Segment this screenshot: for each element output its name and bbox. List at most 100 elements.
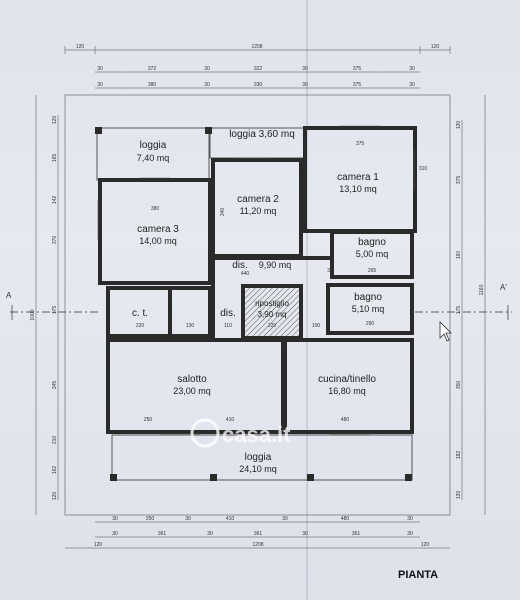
dim-top-r2-2: 30 xyxy=(204,66,210,72)
dim-bot-left-margin: 120 xyxy=(94,542,103,548)
room-dis1-area: 9,90 mq xyxy=(259,260,292,270)
dim-ct-width: 220 xyxy=(136,323,145,329)
dim-bot-r2-4: 30 xyxy=(302,531,308,537)
dim-bot-total: 1208 xyxy=(252,542,263,548)
room-ripostiglio-area: 3,90 mq xyxy=(258,310,287,319)
room-cucina-name: cucina/tinello xyxy=(318,374,376,385)
windows xyxy=(97,125,415,435)
room-bagno2-name: bagno xyxy=(354,292,382,303)
dim-right-6: 120 xyxy=(456,491,462,500)
dim-left-2: 142 xyxy=(52,196,58,205)
dim-ct-width2: 130 xyxy=(186,323,195,329)
room-loggia-top-mid-name: loggia 3,60 mq xyxy=(229,129,295,140)
dim-left-5: 345 xyxy=(52,381,58,390)
dim-bot-r1-0: 30 xyxy=(112,516,118,522)
dim-bot-r1-3: 410 xyxy=(226,516,235,522)
dim-top-r3-4: 30 xyxy=(302,82,308,88)
room-salotto-name: salotto xyxy=(177,374,207,385)
top-dimension-lines xyxy=(64,46,451,89)
dim-left-3: 370 xyxy=(52,236,58,245)
dim-right-2: 160 xyxy=(456,251,462,260)
dim-bagno2-width: 290 xyxy=(366,321,375,327)
bottom-loggia-lines xyxy=(111,434,413,481)
dim-top-right-margin: 120 xyxy=(431,44,440,50)
dim-left-total: 1000 xyxy=(30,309,36,320)
dim-left-0: 120 xyxy=(52,116,58,125)
dim-left-4: 175 xyxy=(52,306,58,315)
dim-bot-r2-0: 30 xyxy=(112,531,118,537)
dim-right-1: 375 xyxy=(456,176,462,185)
dim-dis-width: 440 xyxy=(241,271,250,277)
dim-cam3-width: 380 xyxy=(151,206,160,212)
room-loggia-top-left-name: loggia xyxy=(140,140,167,151)
left-dimension-lines xyxy=(35,95,59,515)
room-camera3-area: 14,00 mq xyxy=(139,236,177,246)
room-camera2-name: camera 2 xyxy=(237,194,279,205)
dim-cam1-width: 375 xyxy=(356,141,365,147)
dim-bot-r2-2: 30 xyxy=(207,531,213,537)
room-loggia-bottom-area: 24,10 mq xyxy=(239,464,277,474)
room-cucina-area: 16,80 mq xyxy=(328,386,366,396)
room-ripostiglio-name: ripostiglio xyxy=(255,299,289,308)
room-loggia-bottom-name: loggia xyxy=(245,452,272,463)
dim-top-r3-5: 375 xyxy=(353,82,362,88)
dim-right-5: 182 xyxy=(456,451,462,460)
room-bagno1-area: 5,00 mq xyxy=(356,249,389,259)
room-camera1-name: camera 1 xyxy=(337,172,379,183)
dim-rip-width: 220 xyxy=(268,323,277,329)
dim-rip-right: 100 xyxy=(312,323,321,329)
dim-left-7: 162 xyxy=(52,466,58,475)
dim-cam2-height: 340 xyxy=(220,208,226,217)
dim-side-310: 310 xyxy=(419,166,428,172)
room-camera3-name: camera 3 xyxy=(137,224,179,235)
dim-left-8: 120 xyxy=(52,492,58,501)
mouse-cursor-icon xyxy=(439,321,452,342)
dim-top-r2-5: 375 xyxy=(353,66,362,72)
dim-bot-r2-1: 361 xyxy=(158,531,167,537)
room-camera1-area: 13,10 mq xyxy=(339,184,377,194)
dim-right-4: 350 xyxy=(456,381,462,390)
dim-right-0: 120 xyxy=(456,121,462,130)
dim-small-30: 30 xyxy=(327,268,333,274)
dim-left-1: 165 xyxy=(52,154,58,163)
paper-fold xyxy=(306,0,308,600)
dim-bot-right-margin: 120 xyxy=(421,542,430,548)
dim-top-left-margin: 120 xyxy=(76,44,85,50)
room-ct-name: c. t. xyxy=(132,308,148,319)
room-bagno1-name: bagno xyxy=(358,237,386,248)
room-bagno2-area: 5,10 mq xyxy=(352,304,385,314)
dim-bot-r2-5: 361 xyxy=(352,531,361,537)
dim-bot-r2-3: 361 xyxy=(254,531,263,537)
watermark-logo xyxy=(190,418,220,448)
dim-right-3: 175 xyxy=(456,306,462,315)
dim-bot-r1-2: 30 xyxy=(185,516,191,522)
dim-sal-left: 250 xyxy=(144,417,153,423)
dim-rip-left: 110 xyxy=(224,323,232,329)
bottom-dimension-lines xyxy=(65,521,450,549)
dim-bot-r1-5: 480 xyxy=(341,516,350,522)
dim-sal-width: 410 xyxy=(226,417,235,423)
dim-top-r3-0: 30 xyxy=(97,82,103,88)
room-dis1-name: dis. xyxy=(232,260,248,271)
dim-bot-r1-6: 30 xyxy=(407,516,413,522)
section-mark-right: A' xyxy=(500,283,507,292)
dim-top-total: 1208 xyxy=(251,44,262,50)
room-camera2-area: 11,20 mq xyxy=(240,206,277,216)
watermark-text: casa.it xyxy=(222,422,291,447)
dim-right-total: 1160 xyxy=(479,284,485,295)
dim-top-r2-6: 30 xyxy=(409,66,415,72)
dim-bot-r1-1: 250 xyxy=(146,516,155,522)
section-mark-left: A xyxy=(6,291,12,300)
dim-top-r3-1: 380 xyxy=(148,82,157,88)
dim-top-r3-3: 330 xyxy=(254,82,263,88)
dim-bagno1-width: 265 xyxy=(368,268,377,274)
room-dis2-name: dis. xyxy=(220,308,236,319)
room-salotto-area: 23,00 mq xyxy=(173,386,211,396)
dim-left-6: 210 xyxy=(52,436,58,445)
section-line xyxy=(10,305,512,320)
dim-cuc-width: 480 xyxy=(341,417,350,423)
ripostiglio-walls xyxy=(241,284,303,340)
dim-bot-r1-4: 30 xyxy=(282,516,288,522)
dim-top-r2-3: 322 xyxy=(254,66,263,72)
